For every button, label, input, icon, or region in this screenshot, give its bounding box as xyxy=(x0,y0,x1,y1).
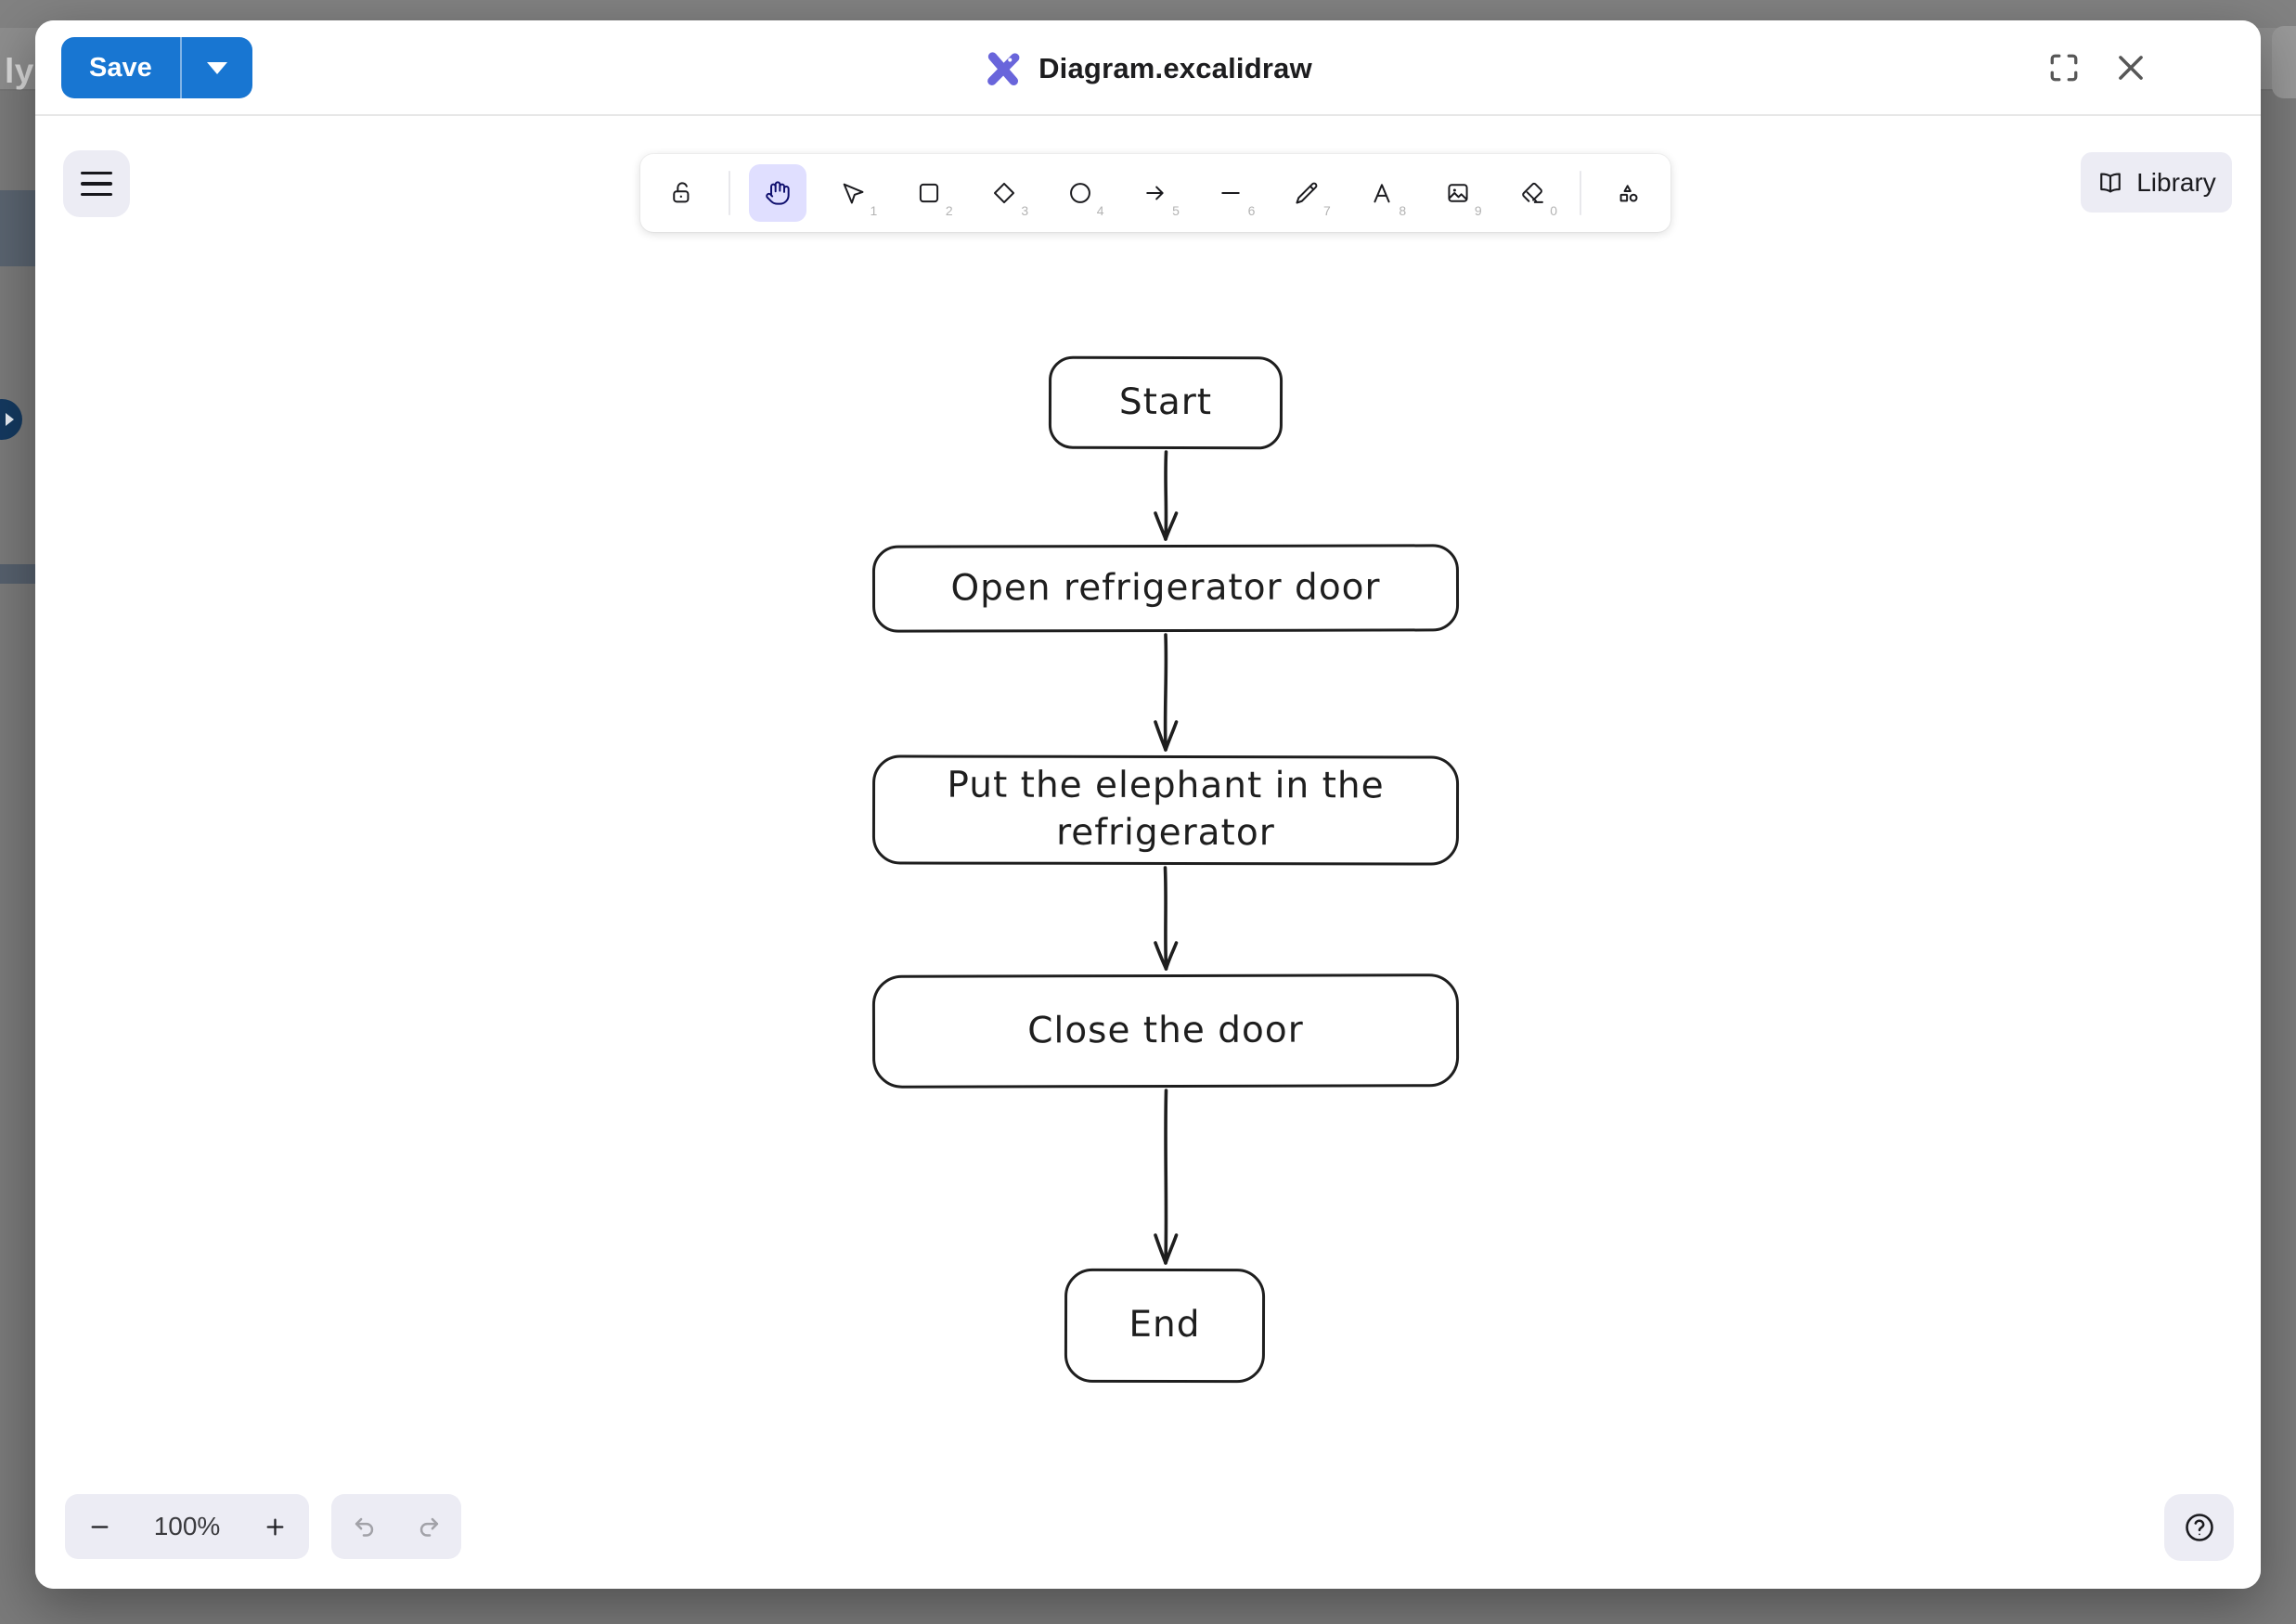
save-dropdown-button[interactable] xyxy=(179,37,252,98)
tool-shortcut: 8 xyxy=(1399,203,1407,218)
tool-shortcut: 5 xyxy=(1172,203,1180,218)
background-scroll-pill xyxy=(2272,26,2296,98)
zoom-out-button[interactable] xyxy=(65,1494,134,1559)
flow-node-put-elephant[interactable]: Put the elephant in the refrigerator xyxy=(871,754,1460,866)
tool-text[interactable]: 8 xyxy=(1353,164,1411,222)
node-label: End xyxy=(1129,1304,1201,1347)
hand-icon xyxy=(766,181,790,205)
flow-arrow-close-end[interactable] xyxy=(1147,1088,1184,1268)
tool-draw[interactable]: 7 xyxy=(1278,164,1335,222)
undo-button[interactable] xyxy=(331,1494,396,1559)
tool-more-shapes[interactable] xyxy=(1600,164,1658,222)
tool-island: 1 2 3 4 xyxy=(640,154,1670,232)
flow-node-close-door[interactable]: Close the door xyxy=(871,973,1460,1089)
node-label: Start xyxy=(1118,380,1213,423)
excalidraw-logo-icon xyxy=(987,51,1020,85)
fullscreen-icon xyxy=(2050,54,2078,82)
title-group: Diagram.excalidraw xyxy=(984,20,1312,116)
library-button-label: Library xyxy=(2136,167,2216,197)
main-menu-button[interactable] xyxy=(63,150,130,217)
ellipse-icon xyxy=(1069,183,1090,203)
caret-down-icon xyxy=(206,61,227,74)
zoom-controls: 100% xyxy=(65,1494,309,1559)
background-avatar-circle xyxy=(0,399,22,440)
node-label: Put the elephant in the refrigerator xyxy=(947,764,1385,855)
diamond-icon xyxy=(994,182,1015,204)
background-sidebar-band xyxy=(0,190,35,440)
save-button[interactable]: Save xyxy=(61,37,180,98)
hamburger-icon xyxy=(81,171,112,197)
tool-shortcut: 6 xyxy=(1247,203,1256,218)
zoom-level-value[interactable]: 100% xyxy=(153,1512,221,1540)
fullscreen-button[interactable] xyxy=(2042,45,2086,90)
arrow-icon xyxy=(1146,186,1164,200)
tool-eraser[interactable]: 0 xyxy=(1504,164,1562,222)
tool-shortcut: 7 xyxy=(1323,203,1331,218)
history-controls xyxy=(331,1494,461,1559)
lock-open-icon xyxy=(673,182,690,203)
excalidraw-modal: Save Diagram.excalidraw xyxy=(35,20,2261,1589)
background-sidebar-band xyxy=(0,564,35,584)
save-split-button[interactable]: Save xyxy=(61,37,252,98)
tool-diamond[interactable]: 3 xyxy=(975,164,1033,222)
tool-shortcut: 1 xyxy=(870,203,878,218)
node-label: Open refrigerator door xyxy=(950,566,1381,610)
flow-arrow-put-close[interactable] xyxy=(1147,865,1184,973)
tool-ellipse[interactable]: 4 xyxy=(1051,164,1109,222)
eraser-icon xyxy=(1522,182,1543,203)
toolbar-divider xyxy=(729,171,731,215)
tool-shortcut: 2 xyxy=(945,203,953,218)
excalidraw-editor: 1 2 3 4 xyxy=(35,118,2261,1589)
tool-shortcut: 4 xyxy=(1096,203,1104,218)
tool-shortcut: 9 xyxy=(1474,203,1482,218)
modal-header: Save Diagram.excalidraw xyxy=(35,20,2261,116)
toolbar-divider xyxy=(1580,171,1582,215)
tool-arrow[interactable]: 5 xyxy=(1127,164,1184,222)
close-icon xyxy=(2119,56,2143,80)
library-button[interactable]: Library xyxy=(2081,152,2232,213)
tool-hand[interactable] xyxy=(748,164,806,222)
tool-lock[interactable] xyxy=(653,164,711,222)
close-button[interactable] xyxy=(2109,45,2153,90)
node-label: Close the door xyxy=(1027,1009,1304,1052)
rectangle-icon xyxy=(919,183,938,203)
book-icon xyxy=(2100,172,2122,192)
shapes-icon xyxy=(1619,185,1638,202)
tool-selection[interactable]: 1 xyxy=(824,164,882,222)
plus-icon xyxy=(266,1518,283,1535)
tool-image[interactable]: 9 xyxy=(1429,164,1487,222)
tool-shortcut: 0 xyxy=(1550,203,1558,218)
flow-arrow-start-open[interactable] xyxy=(1147,449,1184,544)
redo-icon xyxy=(419,1517,438,1537)
help-circle-icon xyxy=(2185,1514,2213,1541)
tool-line[interactable]: 6 xyxy=(1202,164,1259,222)
help-button[interactable] xyxy=(2164,1494,2234,1561)
document-title: Diagram.excalidraw xyxy=(1038,51,1312,84)
pencil-icon xyxy=(1296,182,1318,204)
redo-button[interactable] xyxy=(396,1494,461,1559)
undo-icon xyxy=(355,1517,373,1537)
flow-node-end[interactable]: End xyxy=(1064,1268,1266,1384)
zoom-in-button[interactable] xyxy=(240,1494,309,1559)
flow-node-open-door[interactable]: Open refrigerator door xyxy=(871,544,1460,633)
cursor-icon xyxy=(843,183,864,204)
image-icon xyxy=(1448,184,1468,202)
line-icon xyxy=(1221,192,1241,194)
text-icon xyxy=(1374,184,1390,203)
tool-rectangle[interactable]: 2 xyxy=(900,164,958,222)
flow-node-start[interactable]: Start xyxy=(1048,355,1283,450)
flow-arrow-open-put[interactable] xyxy=(1147,632,1184,754)
minus-icon xyxy=(91,1525,108,1528)
tool-shortcut: 3 xyxy=(1021,203,1029,218)
